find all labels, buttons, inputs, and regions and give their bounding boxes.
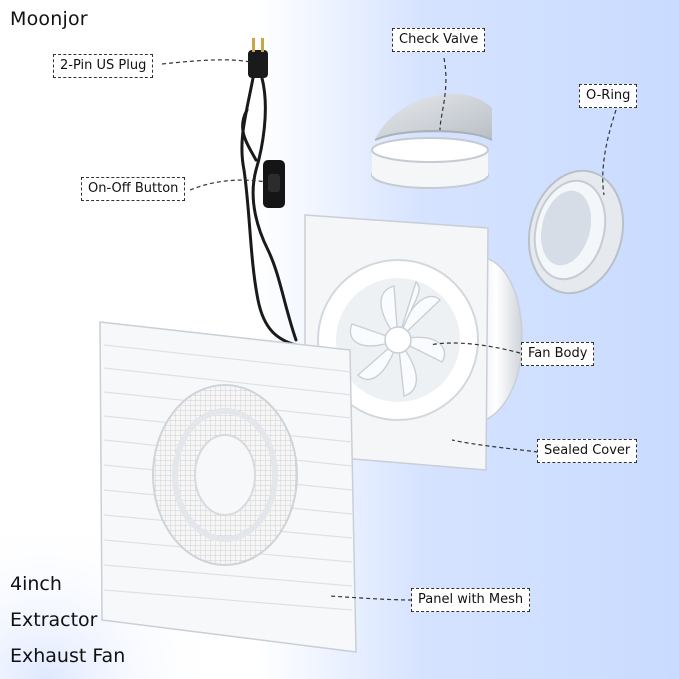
tagline-size: 4inch: [10, 573, 62, 595]
panel-with-mesh-icon: [99, 321, 357, 653]
brand-logo: Moonjor: [10, 8, 88, 30]
check-valve-icon: [371, 93, 493, 189]
leader-lines: [161, 57, 617, 601]
plug-label: 2-Pin US Plug: [53, 54, 154, 78]
sealed-cover-label: Sealed Cover: [537, 439, 638, 463]
plug-icon: [248, 38, 268, 78]
tagline-product: Exhaust Fan: [10, 645, 126, 667]
on-off-button-label: On-Off Button: [81, 177, 186, 201]
o-ring-label: O-Ring: [579, 84, 638, 108]
power-cord: [240, 76, 298, 347]
tagline-type: Extractor: [10, 609, 98, 631]
check-valve-label: Check Valve: [392, 28, 486, 52]
o-ring-icon: [527, 169, 625, 295]
fan-body-label: Fan Body: [521, 342, 595, 366]
panel-with-mesh-label: Panel with Mesh: [411, 588, 531, 612]
switch-icon: [263, 160, 285, 208]
